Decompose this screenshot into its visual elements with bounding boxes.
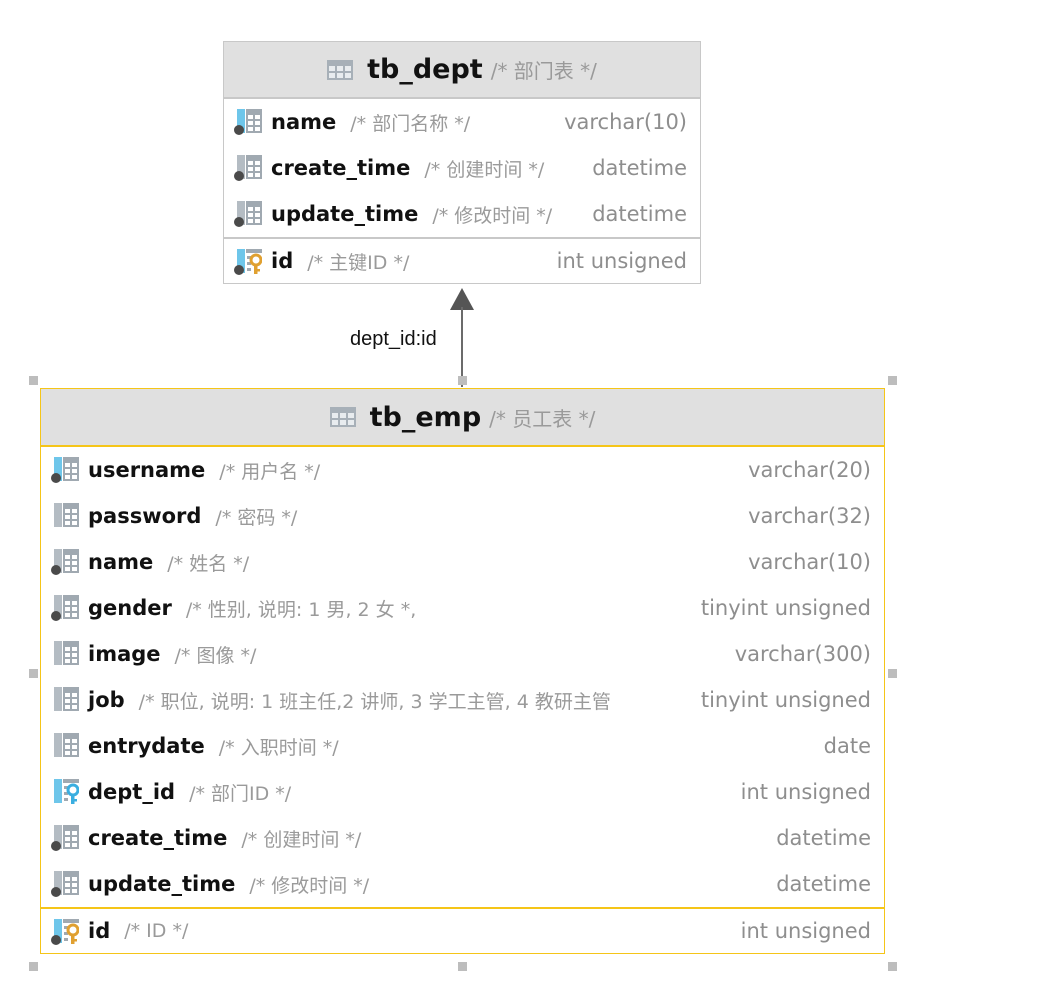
table-tb-dept[interactable]: tb_dept /* 部门表 */ name /* 部门名称 */ varcha… xyxy=(223,41,701,284)
column-name: update_time xyxy=(271,202,419,226)
column-type: int unsigned xyxy=(740,919,871,943)
column-row-update-time[interactable]: update_time /* 修改时间 */ datetime xyxy=(224,191,700,237)
column-comment: /* 性别, 说明: 1 男, 2 女 *, xyxy=(185,598,417,621)
relationship-arrowhead-icon xyxy=(450,288,474,310)
resize-handle-se[interactable] xyxy=(888,962,897,971)
column-row-create-time[interactable]: create_time /* 创建时间 */ datetime xyxy=(224,145,700,191)
column-comment: /* 部门ID */ xyxy=(189,782,292,805)
column-row-entrydate[interactable]: entrydate /* 入职时间 */ date xyxy=(41,723,884,769)
foreign-key-icon xyxy=(54,779,79,804)
column-type: tinyint unsigned xyxy=(700,596,871,620)
column-comment: /* 图像 */ xyxy=(174,644,257,667)
table-header[interactable]: tb_emp /* 员工表 */ xyxy=(41,389,884,447)
column-type: varchar(10) xyxy=(564,110,687,134)
column-comment: /* 主键ID */ xyxy=(307,251,410,274)
primary-key-icon xyxy=(51,919,79,945)
column-icon xyxy=(234,201,262,227)
column-type: int unsigned xyxy=(556,249,687,273)
column-icon xyxy=(51,871,79,897)
column-icon xyxy=(54,641,79,665)
column-icon xyxy=(51,549,79,575)
table-comment: /* 部门表 */ xyxy=(490,59,597,83)
column-row-name[interactable]: name /* 姓名 */ varchar(10) xyxy=(41,539,884,585)
primary-key-icon xyxy=(234,249,262,275)
column-comment: /* 密码 */ xyxy=(215,506,298,529)
resize-handle-w[interactable] xyxy=(29,669,38,678)
column-icon xyxy=(54,733,79,757)
column-comment: /* 姓名 */ xyxy=(167,552,250,575)
column-type: tinyint unsigned xyxy=(700,688,871,712)
column-name: username xyxy=(88,458,206,482)
column-comment: /* 部门名称 */ xyxy=(350,112,471,135)
column-row-job[interactable]: job /* 职位, 说明: 1 班主任,2 讲师, 3 学工主管, 4 教研主… xyxy=(41,677,884,723)
column-icon xyxy=(234,155,262,181)
column-name: create_time xyxy=(88,826,228,850)
column-type: varchar(32) xyxy=(748,504,871,528)
column-row-image[interactable]: image /* 图像 */ varchar(300) xyxy=(41,631,884,677)
column-name: id xyxy=(88,919,111,943)
column-row-name[interactable]: name /* 部门名称 */ varchar(10) xyxy=(224,99,700,145)
column-type: varchar(20) xyxy=(748,458,871,482)
column-comment: /* 创建时间 */ xyxy=(241,828,362,851)
column-row-update-time[interactable]: update_time /* 修改时间 */ datetime xyxy=(41,861,884,907)
column-row-gender[interactable]: gender /* 性别, 说明: 1 男, 2 女 *, tinyint un… xyxy=(41,585,884,631)
column-type: int unsigned xyxy=(740,780,871,804)
relationship-label: dept_id:id xyxy=(350,328,437,350)
column-name: id xyxy=(271,249,294,273)
resize-handle-nw[interactable] xyxy=(29,376,38,385)
column-comment: /* 用户名 */ xyxy=(219,460,321,483)
column-name: dept_id xyxy=(88,780,176,804)
column-comment: /* 修改时间 */ xyxy=(249,874,370,897)
column-row-username[interactable]: username /* 用户名 */ varchar(20) xyxy=(41,447,884,493)
column-comment: /* 创建时间 */ xyxy=(424,158,545,181)
resize-handle-n[interactable] xyxy=(458,376,467,385)
column-name: name xyxy=(271,110,337,134)
column-type: varchar(10) xyxy=(748,550,871,574)
indexed-column-icon xyxy=(51,457,79,483)
table-comment: /* 员工表 */ xyxy=(489,406,596,431)
column-icon xyxy=(51,595,79,621)
relationship-line[interactable] xyxy=(461,307,463,387)
column-comment: /* ID */ xyxy=(124,920,189,942)
table-icon xyxy=(330,407,356,427)
column-comment: /* 职位, 说明: 1 班主任,2 讲师, 3 学工主管, 4 教研主管 xyxy=(138,690,611,713)
column-type: datetime xyxy=(776,872,871,896)
resize-handle-sw[interactable] xyxy=(29,962,38,971)
indexed-column-icon xyxy=(234,109,262,135)
resize-handle-s[interactable] xyxy=(458,962,467,971)
column-type: datetime xyxy=(776,826,871,850)
table-name: tb_emp xyxy=(369,401,482,433)
column-name: name xyxy=(88,550,154,574)
table-header[interactable]: tb_dept /* 部门表 */ xyxy=(224,42,700,99)
column-row-id[interactable]: id /* 主键ID */ int unsigned xyxy=(224,237,700,283)
table-name: tb_dept xyxy=(367,54,483,85)
resize-handle-ne[interactable] xyxy=(888,376,897,385)
column-icon xyxy=(54,687,79,711)
column-row-id[interactable]: id /* ID */ int unsigned xyxy=(41,907,884,953)
column-icon xyxy=(51,825,79,851)
resize-handle-e[interactable] xyxy=(888,669,897,678)
column-name: entrydate xyxy=(88,734,205,758)
column-comment: /* 修改时间 */ xyxy=(432,204,553,227)
table-icon xyxy=(327,60,353,80)
column-row-create-time[interactable]: create_time /* 创建时间 */ datetime xyxy=(41,815,884,861)
column-name: update_time xyxy=(88,872,236,896)
table-tb-emp[interactable]: tb_emp /* 员工表 */ username /* 用户名 */ varc… xyxy=(40,388,885,954)
column-comment: /* 入职时间 */ xyxy=(218,736,339,759)
column-name: create_time xyxy=(271,156,411,180)
column-name: job xyxy=(88,688,125,712)
column-row-dept-id[interactable]: dept_id /* 部门ID */ int unsigned xyxy=(41,769,884,815)
column-icon xyxy=(54,503,79,527)
column-name: gender xyxy=(88,596,172,620)
column-name: image xyxy=(88,642,161,666)
column-type: varchar(300) xyxy=(734,642,871,666)
column-type: datetime xyxy=(592,156,687,180)
column-row-password[interactable]: password /* 密码 */ varchar(32) xyxy=(41,493,884,539)
column-type: date xyxy=(823,734,871,758)
column-type: datetime xyxy=(592,202,687,226)
column-name: password xyxy=(88,504,202,528)
